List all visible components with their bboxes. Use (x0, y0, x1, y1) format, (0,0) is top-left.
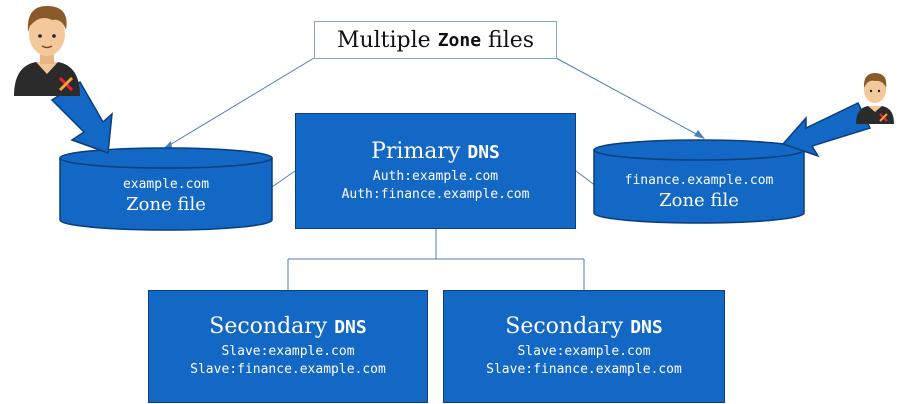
arrowhead-left (163, 141, 172, 149)
secondary2-head-mono: DNS (630, 317, 663, 338)
secondary-dns-box-2: Secondary DNS Slave:example.com Slave:fi… (443, 290, 725, 403)
zone-file-label-2: finance.example.com Zone file (594, 172, 804, 212)
connector-primary-right (575, 170, 597, 187)
primary-head-text: Primary (371, 138, 468, 164)
zone-file-domain-1: example.com (122, 177, 210, 192)
zone-file-text-2: Zone file (659, 190, 739, 211)
zone-file-text-1: Zone file (126, 194, 206, 215)
primary-line-2: Auth:finance.example.com (341, 186, 530, 202)
zone-file-domain-2: finance.example.com (624, 173, 774, 188)
secondary2-line-1: Slave:example.com (517, 344, 651, 359)
zone-file-label-1: example.com Zone file (60, 176, 272, 216)
title-box: Multiple Zone files (314, 21, 557, 59)
secondary1-head-text: Secondary (209, 314, 335, 339)
secondary-dns-heading-1: Secondary DNS (209, 314, 366, 341)
connector-primary-left (271, 170, 296, 188)
admin-user-small-icon (856, 73, 894, 124)
secondary-dns-heading-2: Secondary DNS (505, 314, 662, 341)
admin-user-icon (14, 6, 80, 96)
secondary1-head-mono: DNS (334, 317, 367, 338)
zone-file-cylinder-2 (593, 139, 805, 224)
secondary2-line-2: Slave:finance.example.com (486, 362, 682, 377)
primary-dns-heading: Primary DNS (371, 139, 500, 166)
zone-file-cylinder-1 (59, 147, 273, 231)
title-mono: Zone (437, 29, 482, 51)
arrow-icon (50, 80, 113, 155)
title-prefix: Multiple (336, 27, 438, 53)
connector-title-left (167, 57, 315, 147)
primary-head-mono: DNS (467, 141, 500, 163)
secondary1-line-1: Slave:example.com (221, 344, 355, 359)
secondary-dns-box-1: Secondary DNS Slave:example.com Slave:fi… (148, 290, 428, 403)
arrowhead-right (694, 130, 705, 139)
secondary2-head-text: Secondary (505, 314, 631, 339)
primary-dns-box: Primary DNS Auth:example.com Auth:financ… (295, 113, 576, 229)
primary-line-1: Auth:example.com (372, 168, 499, 184)
connector-title-right (555, 57, 701, 137)
arrow-icon-right (781, 101, 872, 158)
secondary1-line-2: Slave:finance.example.com (190, 362, 386, 377)
title-suffix: files (481, 27, 535, 53)
